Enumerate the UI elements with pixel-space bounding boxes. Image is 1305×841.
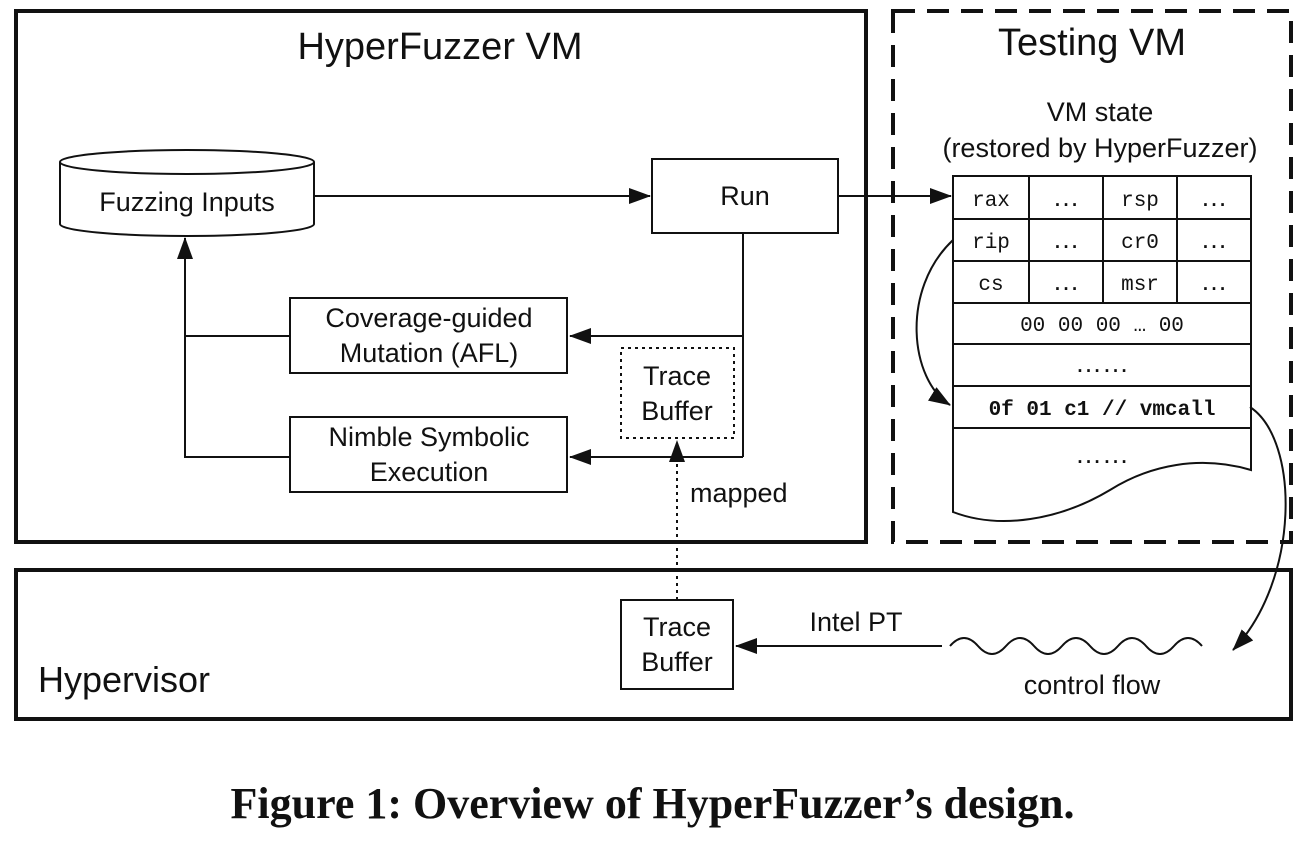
hyperfuzzer-vm-box <box>14 9 868 544</box>
mapped-label: mapped <box>690 478 788 508</box>
reg-cell: … <box>1201 224 1228 254</box>
intel-pt-label: Intel PT <box>809 607 902 637</box>
vm-trace-buffer-box: Trace Buffer <box>620 347 735 439</box>
memory-row: 00 00 00 … 00 <box>1020 315 1184 338</box>
ellipsis-row: …… <box>1075 348 1129 378</box>
reg-cell: rax <box>972 190 1010 213</box>
hypervisor-box <box>14 568 1293 721</box>
hyperfuzzer-vm-title: HyperFuzzer VM <box>297 26 582 68</box>
vmcall-row: 0f 01 c1 // vmcall <box>989 399 1216 422</box>
symbolic-to-inputs-arrow <box>177 237 290 458</box>
reg-cell: … <box>1201 182 1228 212</box>
hypervisor-trace-buffer-line1: Trace <box>643 612 711 642</box>
control-flow-label: control flow <box>1024 670 1161 700</box>
reg-cell: rsp <box>1121 190 1159 213</box>
fuzzing-inputs-database: Fuzzing Inputs <box>59 149 315 237</box>
reg-cell: … <box>1053 182 1080 212</box>
reg-cell: cs <box>978 274 1003 297</box>
nimble-symbolic-execution-box: Nimble Symbolic Execution <box>289 416 568 493</box>
vm-state-table: rax … rsp … rip … cr0 … cs … msr … 00 00… <box>952 175 1252 522</box>
vm-state-label-line2: (restored by HyperFuzzer) <box>942 133 1257 163</box>
hypervisor-trace-buffer-line2: Buffer <box>641 647 713 677</box>
coverage-guided-mutation-box: Coverage-guided Mutation (AFL) <box>289 297 568 374</box>
run-box: Run <box>651 158 839 234</box>
mutation-label-line1: Coverage-guided <box>325 303 532 333</box>
hypervisor-title: Hypervisor <box>38 659 210 700</box>
testing-vm-title: Testing VM <box>998 22 1186 64</box>
reg-cell: msr <box>1121 274 1159 297</box>
symbolic-label-line1: Nimble Symbolic <box>328 422 529 452</box>
reg-cell: … <box>1201 266 1228 296</box>
vmcall-to-control-flow-arrow <box>1232 406 1287 651</box>
testing-vm-box <box>891 9 1293 544</box>
control-flow-wave-icon <box>949 637 1203 655</box>
vm-trace-buffer-line2: Buffer <box>641 396 713 426</box>
run-label: Run <box>720 181 770 211</box>
vm-state-label-line1: VM state <box>1047 97 1154 127</box>
mutation-label-line2: Mutation (AFL) <box>340 338 519 368</box>
hypervisor-trace-buffer-box: Trace Buffer <box>620 599 734 690</box>
vm-trace-buffer-line1: Trace <box>643 361 711 391</box>
symbolic-label-line2: Execution <box>370 457 489 487</box>
fuzzing-inputs-label: Fuzzing Inputs <box>99 187 275 217</box>
rip-to-vmcall-arrow <box>915 239 954 406</box>
ellipsis-bottom-row: …… <box>1075 439 1129 469</box>
figure-caption: Figure 1: Overview of HyperFuzzer’s desi… <box>230 779 1075 828</box>
reg-cell: … <box>1053 266 1080 296</box>
reg-cell: cr0 <box>1121 232 1159 255</box>
reg-cell: rip <box>972 232 1010 255</box>
reg-cell: … <box>1053 224 1080 254</box>
